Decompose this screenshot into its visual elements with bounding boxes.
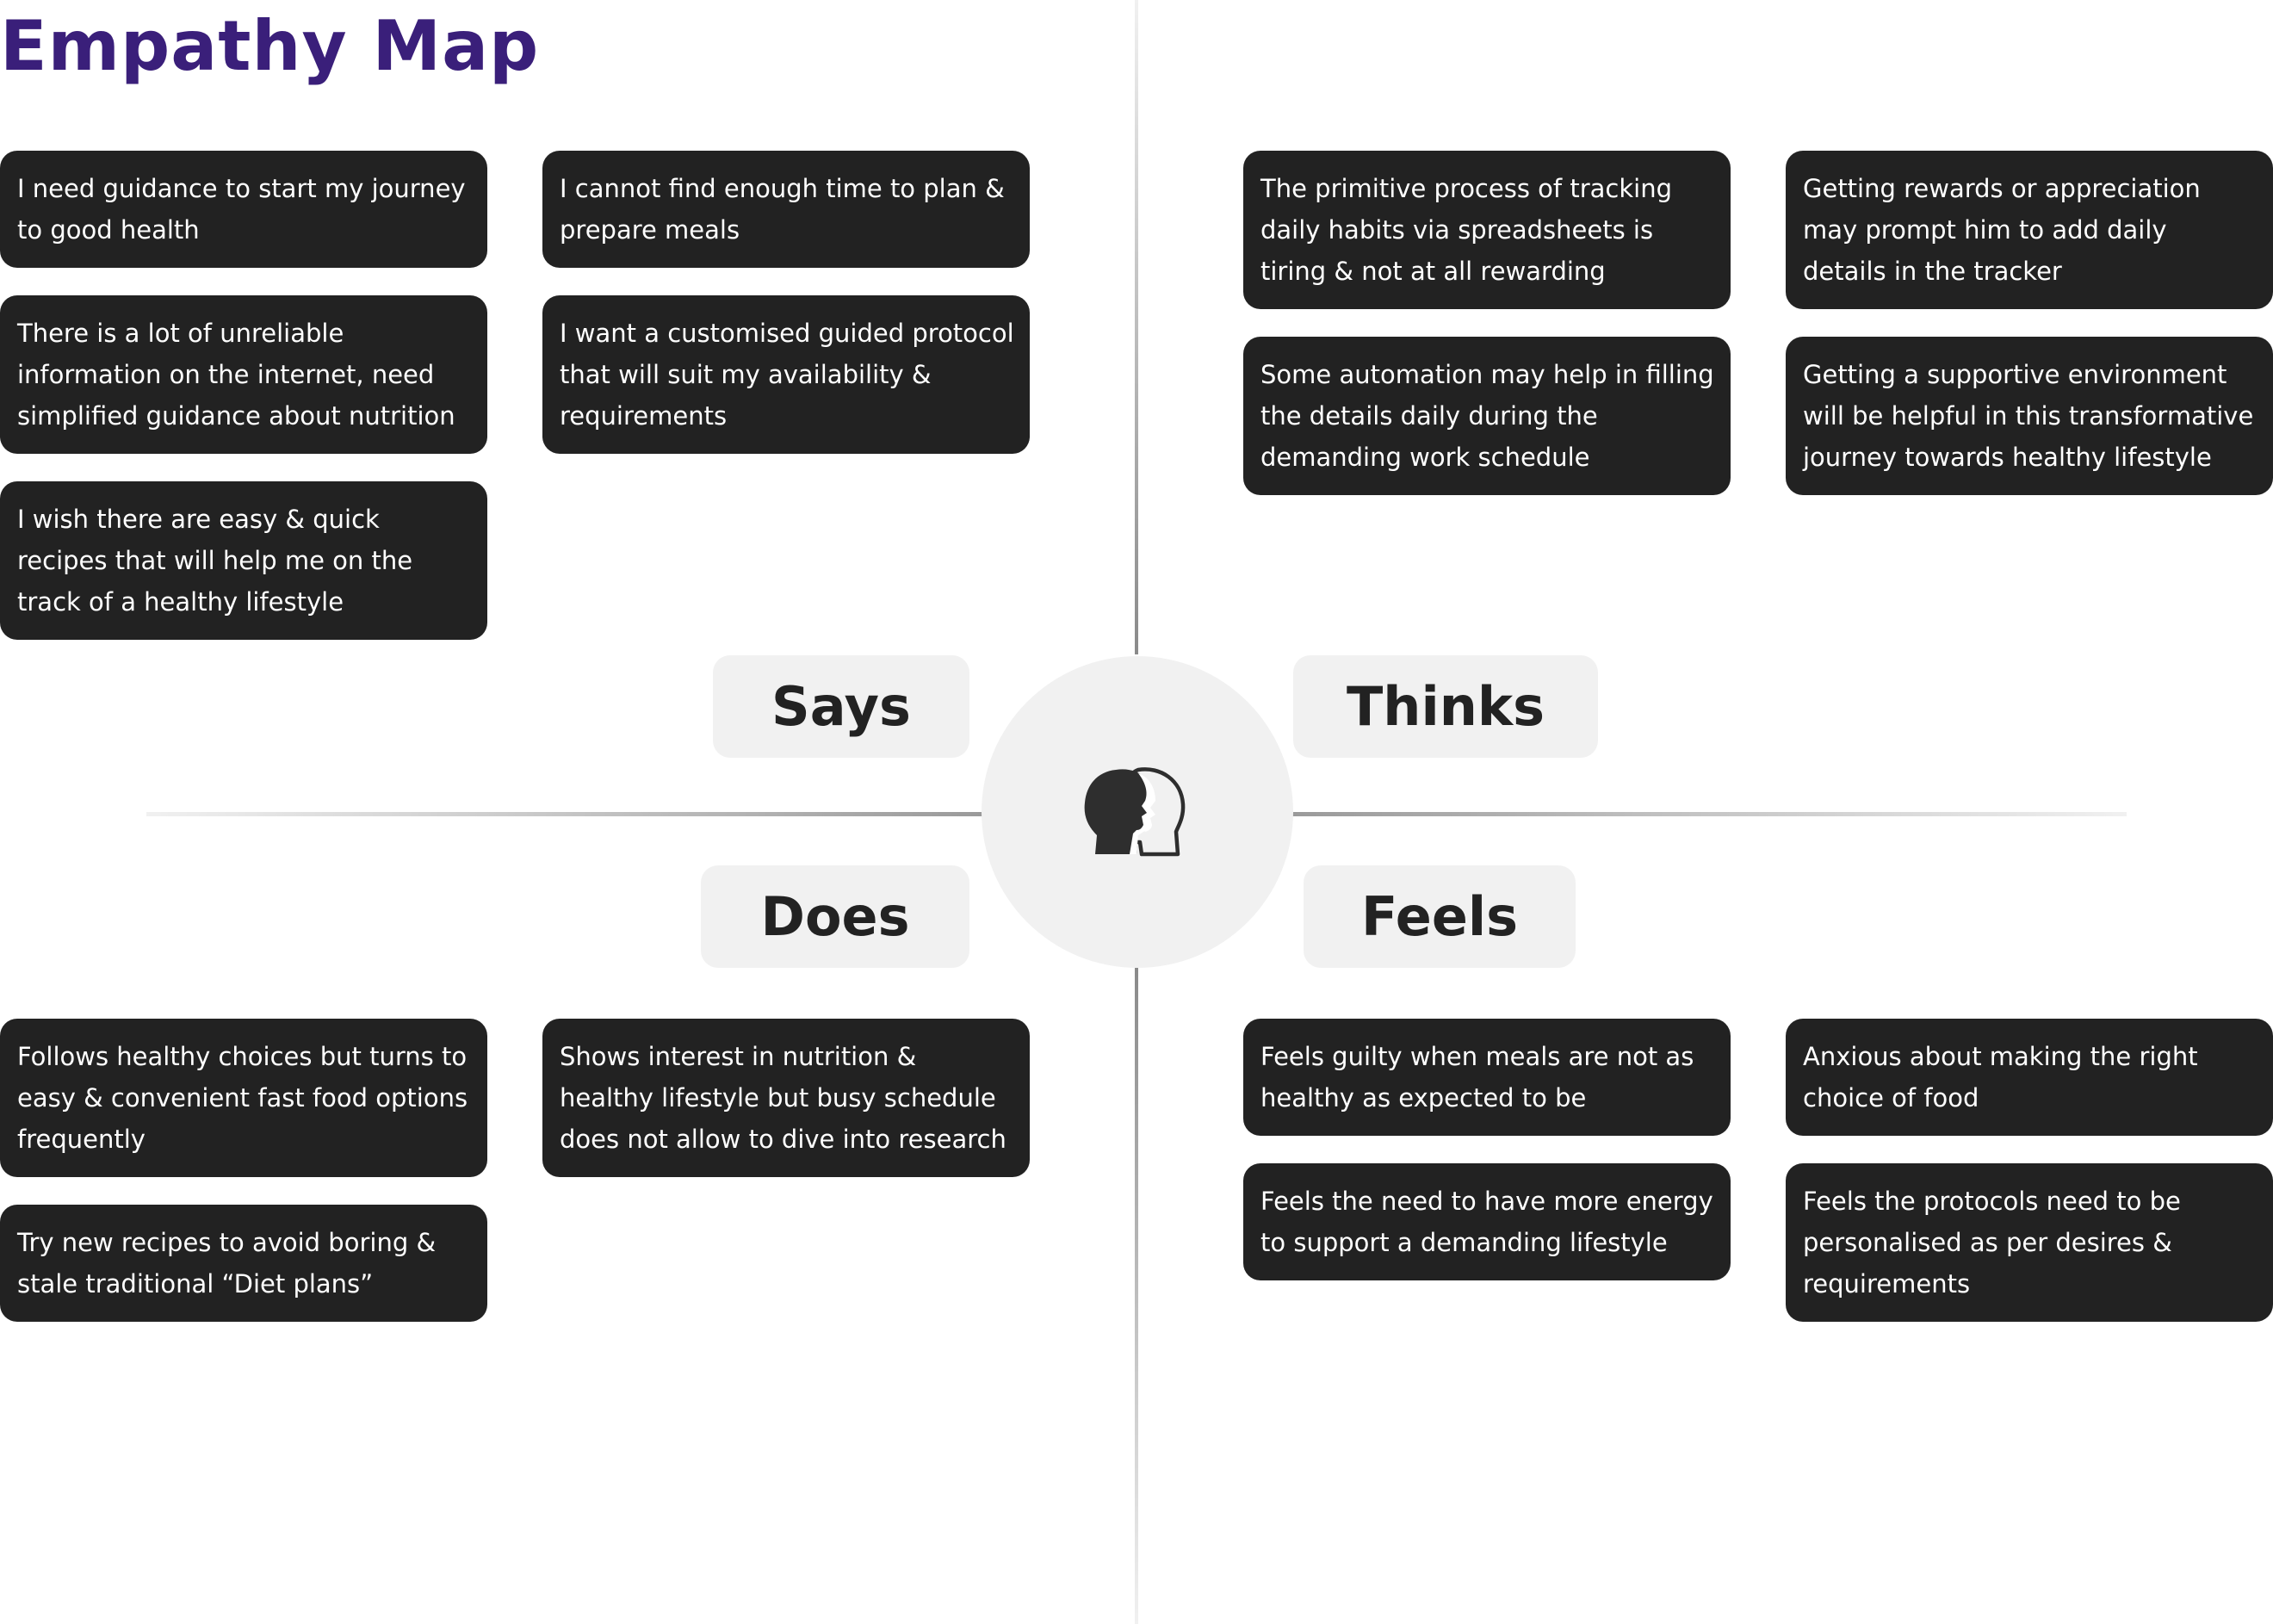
says-card: I need guidance to start my journey to g…: [0, 151, 487, 268]
vertical-divider-top: [1135, 0, 1138, 654]
feels-card: Feels guilty when meals are not as healt…: [1243, 1019, 1731, 1136]
does-label: Does: [701, 865, 969, 968]
page-title: Empathy Map: [0, 6, 540, 86]
feels-card: Anxious about making the right choice of…: [1786, 1019, 2273, 1136]
does-card: Try new recipes to avoid boring & stale …: [0, 1205, 487, 1322]
thinks-card: Getting a supportive environment will be…: [1786, 337, 2273, 495]
says-label: Says: [713, 655, 969, 758]
says-card: There is a lot of unreliable information…: [0, 295, 487, 454]
feels-card: Feels the protocols need to be personali…: [1786, 1163, 2273, 1322]
horizontal-divider-right: [1291, 812, 2127, 816]
thinks-card: Getting rewards or appreciation may prom…: [1786, 151, 2273, 309]
feels-card: Feels the need to have more energy to su…: [1243, 1163, 1731, 1280]
says-card: I want a customised guided protocol that…: [542, 295, 1030, 454]
feels-label: Feels: [1304, 865, 1576, 968]
thinks-card: Some automation may help in filling the …: [1243, 337, 1731, 495]
persona-circle: [982, 656, 1293, 968]
says-card: I cannot find enough time to plan & prep…: [542, 151, 1030, 268]
thinks-label: Thinks: [1293, 655, 1598, 758]
does-card: Follows healthy choices but turns to eas…: [0, 1019, 487, 1177]
thinks-card: The primitive process of tracking daily …: [1243, 151, 1731, 309]
says-card: I wish there are easy & quick recipes th…: [0, 481, 487, 640]
two-heads-profile-icon: [1084, 767, 1186, 857]
vertical-divider-bottom: [1135, 968, 1138, 1624]
does-card: Shows interest in nutrition & healthy li…: [542, 1019, 1030, 1177]
horizontal-divider-left: [146, 812, 983, 816]
